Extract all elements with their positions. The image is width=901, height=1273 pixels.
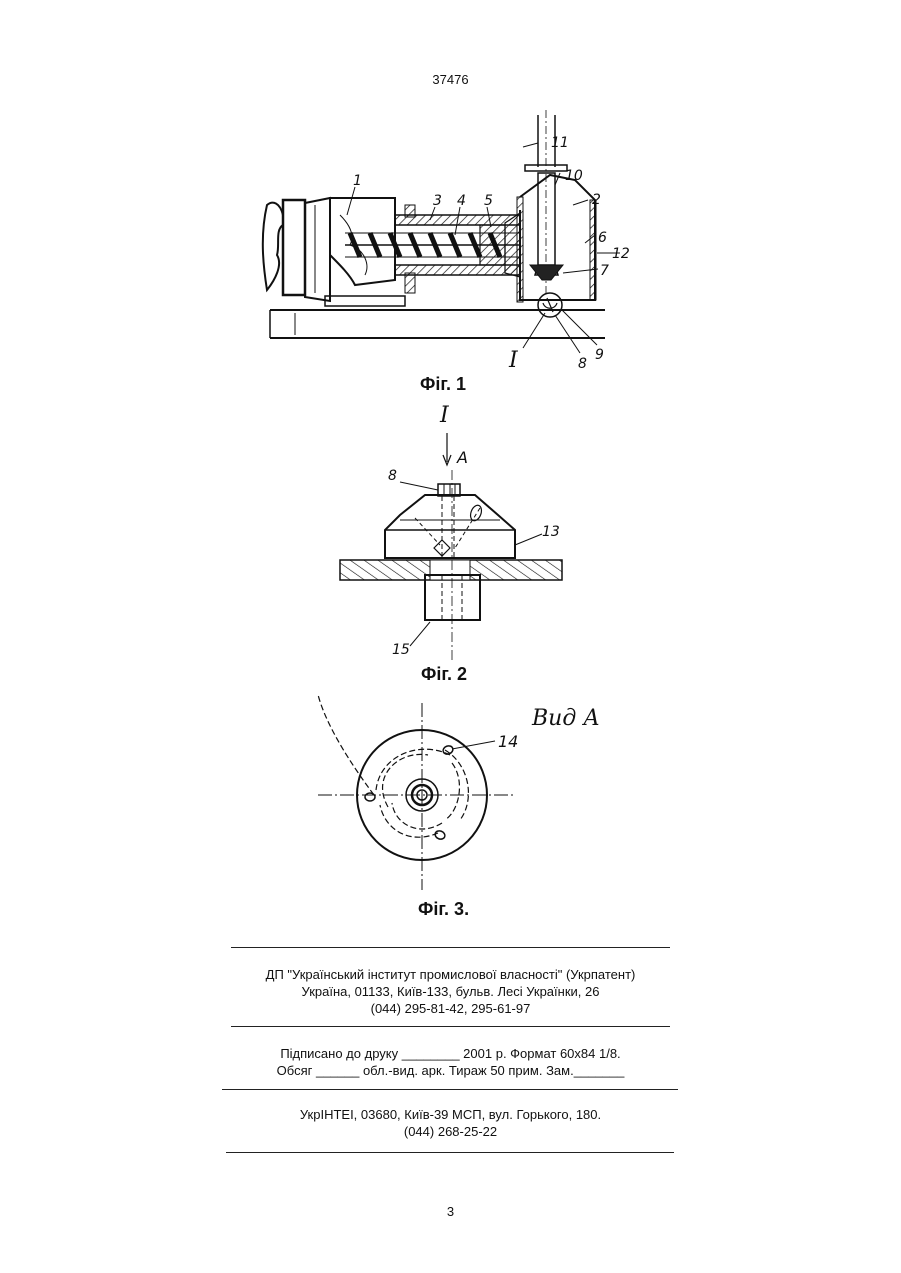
divider-1 (231, 947, 670, 948)
fig2-label-8: 8 (388, 468, 397, 484)
fig1-label-I: I (508, 348, 519, 373)
fig1-label-1: 1 (353, 173, 362, 189)
fig1-label-8: 8 (578, 356, 587, 372)
fig3-view-title: Вид А (531, 706, 600, 731)
print-info-line-2: Обсяг ______ обл.-вид. арк. Тираж 50 при… (0, 1062, 901, 1079)
fig1-caption: Фіг. 1 (420, 374, 466, 395)
publisher-line-2: Україна, 01133, Київ-133, бульв. Лесі Ук… (0, 983, 901, 1000)
fig1-label-11: 11 (551, 135, 569, 151)
publisher-line-3: (044) 295-81-42, 295-61-97 (0, 1000, 901, 1017)
fig2-label-15: 15 (392, 642, 410, 658)
fig1-label-4: 4 (457, 193, 466, 209)
fig1-label-2: 2 (592, 192, 601, 208)
document-number: 37476 (0, 72, 901, 87)
divider-4 (226, 1152, 674, 1153)
fig2-caption: Фіг. 2 (421, 664, 467, 685)
publisher-line-1: ДП "Український інститут промислової вла… (0, 966, 901, 983)
fig1-label-12: 12 (612, 246, 630, 262)
figure-3-drawing: Вид А 14 (310, 695, 620, 893)
page-number: 3 (0, 1204, 901, 1219)
fig2-label-13: 13 (542, 524, 560, 540)
figure-2-drawing: I A 8 13 15 (330, 400, 570, 662)
fig3-label-14: 14 (498, 732, 518, 751)
divider-2 (231, 1026, 670, 1027)
fig1-label-3: 3 (433, 193, 442, 209)
print-info-line-1: Підписано до друку ________ 2001 р. Форм… (0, 1045, 901, 1062)
printer-line-2: (044) 268-25-22 (0, 1123, 901, 1140)
figure-1-drawing: 1 3 4 5 11 10 2 6 12 7 I 8 9 (255, 105, 655, 380)
fig1-label-7: 7 (600, 263, 609, 279)
fig1-label-5: 5 (484, 193, 493, 209)
fig1-label-9: 9 (595, 347, 604, 363)
fig2-section-mark: I (439, 403, 450, 428)
fig3-caption: Фіг. 3. (418, 899, 469, 920)
divider-3 (222, 1089, 678, 1090)
printer-line-1: УкрІНТЕІ, 03680, Київ-39 МСП, вул. Горьк… (0, 1106, 901, 1123)
fig2-view-arrow: A (456, 448, 468, 467)
fig1-label-10: 10 (565, 168, 583, 184)
fig1-label-6: 6 (598, 230, 607, 246)
